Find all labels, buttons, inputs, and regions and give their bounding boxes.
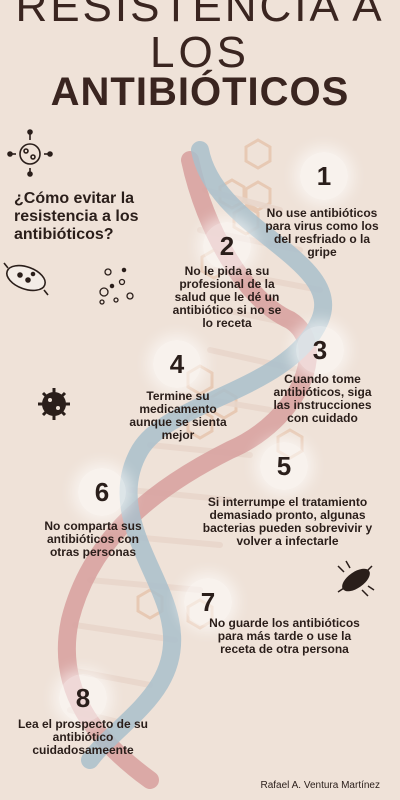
title-line-3: ANTIBIÓTICOS xyxy=(50,70,350,114)
step-5-text: Si interrumpe el tratamiento demasiado p… xyxy=(202,495,373,548)
germs-cluster-icon xyxy=(99,267,134,305)
bacteria-icon xyxy=(3,262,49,296)
question-heading: ¿Cómo evitar la resistencia a los antibi… xyxy=(14,190,139,243)
virus-icon xyxy=(38,388,70,420)
step-8-number: 8 xyxy=(59,674,107,722)
step-7-text: No guarde los antibióticos para más tard… xyxy=(209,616,360,656)
step-1-text: No use antibióticos para virus como los … xyxy=(265,206,379,259)
step-8-text: Lea el prospecto de su antibiótico cuida… xyxy=(17,717,149,757)
step-4-text: Termine su medicamento aunque se sienta … xyxy=(129,389,227,442)
step-6-text: No comparta sus antibióticos con otras p… xyxy=(44,519,142,559)
virus-icon xyxy=(7,129,53,177)
step-6-number: 6 xyxy=(78,468,126,516)
step-4-number: 4 xyxy=(153,340,201,388)
step-2-text: No le pida a su profesional de la salud … xyxy=(172,264,282,330)
bacteria-icon xyxy=(337,560,375,597)
title-line-2: LOS xyxy=(149,28,251,77)
step-3-text: Cuando tome antibióticos, siga las instr… xyxy=(273,372,372,425)
author-credit: Rafael A. Ventura Martínez xyxy=(260,780,380,791)
step-1-number: 1 xyxy=(300,152,348,200)
step-7-number: 7 xyxy=(184,578,232,626)
title-line-1: RESISTENCIA A xyxy=(15,0,385,31)
step-2-number: 2 xyxy=(203,222,251,270)
step-5-number: 5 xyxy=(260,442,308,490)
step-3-number: 3 xyxy=(296,326,344,374)
